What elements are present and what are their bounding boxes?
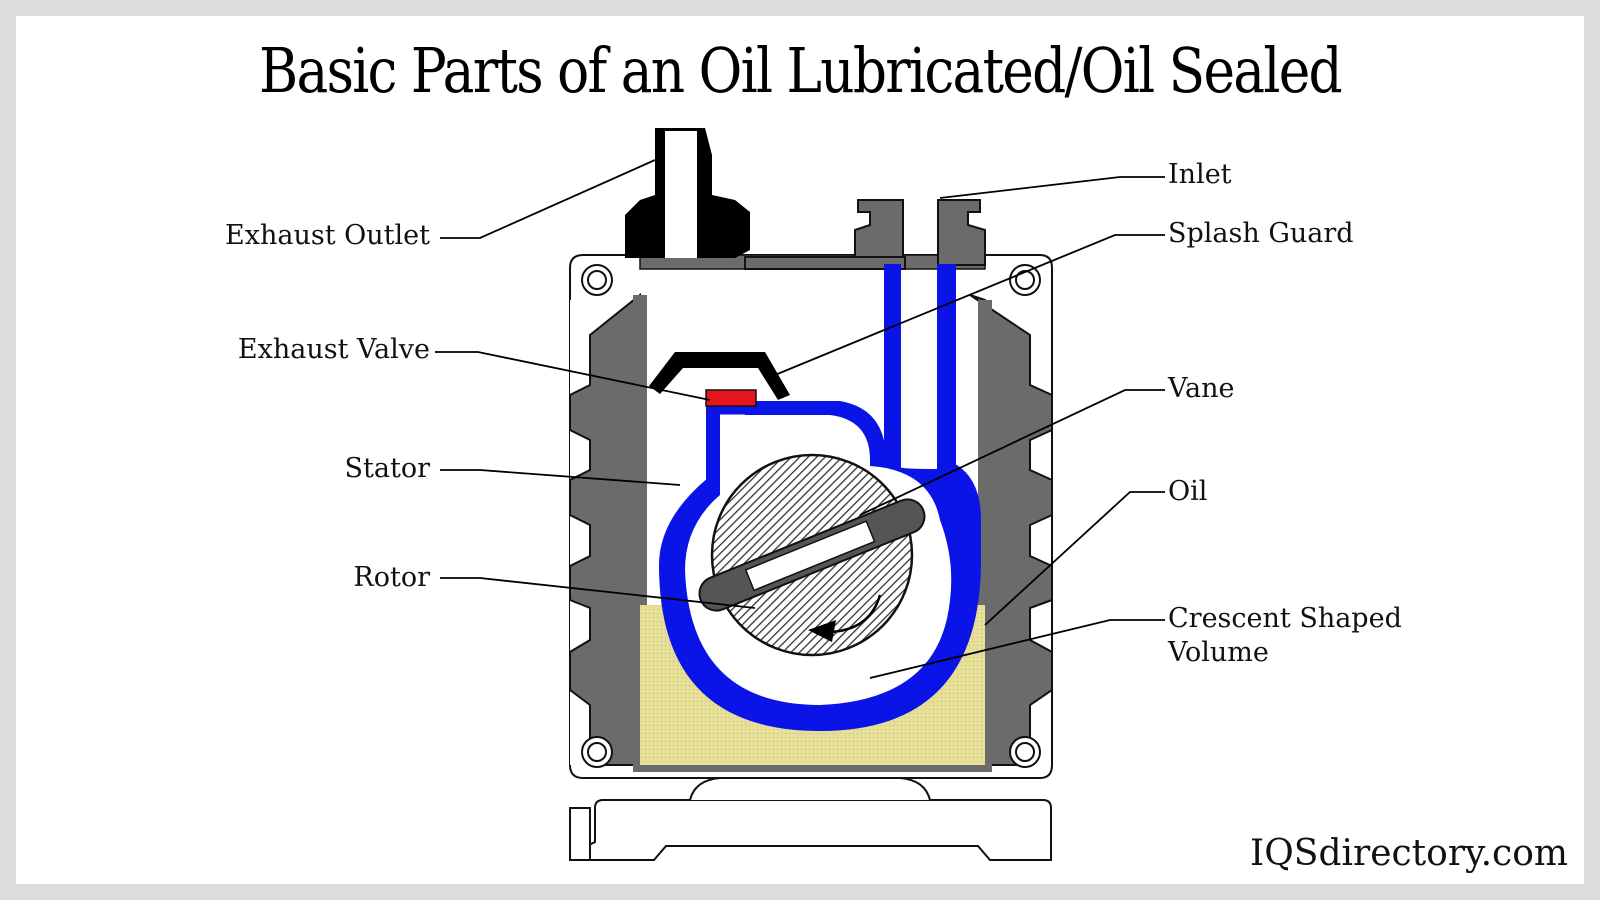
label-crescent-shaped-volume: Crescent Shaped Volume bbox=[1168, 603, 1402, 668]
vane bbox=[698, 498, 926, 612]
label-exhaust-valve: Exhaust Valve bbox=[237, 334, 430, 365]
label-splash-guard: Splash Guard bbox=[1168, 218, 1354, 249]
splash-guard bbox=[649, 352, 790, 400]
label-oil: Oil bbox=[1168, 476, 1208, 507]
label-exhaust-outlet: Exhaust Outlet bbox=[225, 220, 430, 251]
brand-watermark: IQSdirectory.com bbox=[1250, 833, 1568, 874]
inlet-fitting bbox=[744, 199, 986, 270]
label-stator: Stator bbox=[344, 453, 430, 484]
label-inlet: Inlet bbox=[1168, 159, 1232, 190]
leader-splash-guard bbox=[774, 234, 1165, 376]
pump-base bbox=[568, 777, 1052, 861]
leader-vane bbox=[859, 389, 1165, 516]
label-vane: Vane bbox=[1168, 373, 1235, 404]
rotation-arrowhead bbox=[808, 620, 836, 642]
leader-exhaust-outlet bbox=[440, 159, 656, 239]
leader-rotor bbox=[440, 577, 756, 609]
label-rotor: Rotor bbox=[353, 562, 430, 593]
exhaust-outlet-fitting bbox=[625, 128, 750, 258]
leader-inlet bbox=[939, 176, 1165, 199]
rotation-arrow bbox=[829, 594, 882, 634]
leader-crescent bbox=[869, 619, 1165, 679]
leader-oil bbox=[984, 491, 1165, 626]
exhaust-valve bbox=[705, 389, 757, 407]
leader-stator bbox=[440, 469, 681, 486]
leader-exhaust-valve bbox=[435, 351, 711, 401]
diagram-title: Basic Parts of an Oil Lubricated/Oil Sea… bbox=[259, 34, 1343, 107]
leader-lines bbox=[435, 159, 1165, 679]
